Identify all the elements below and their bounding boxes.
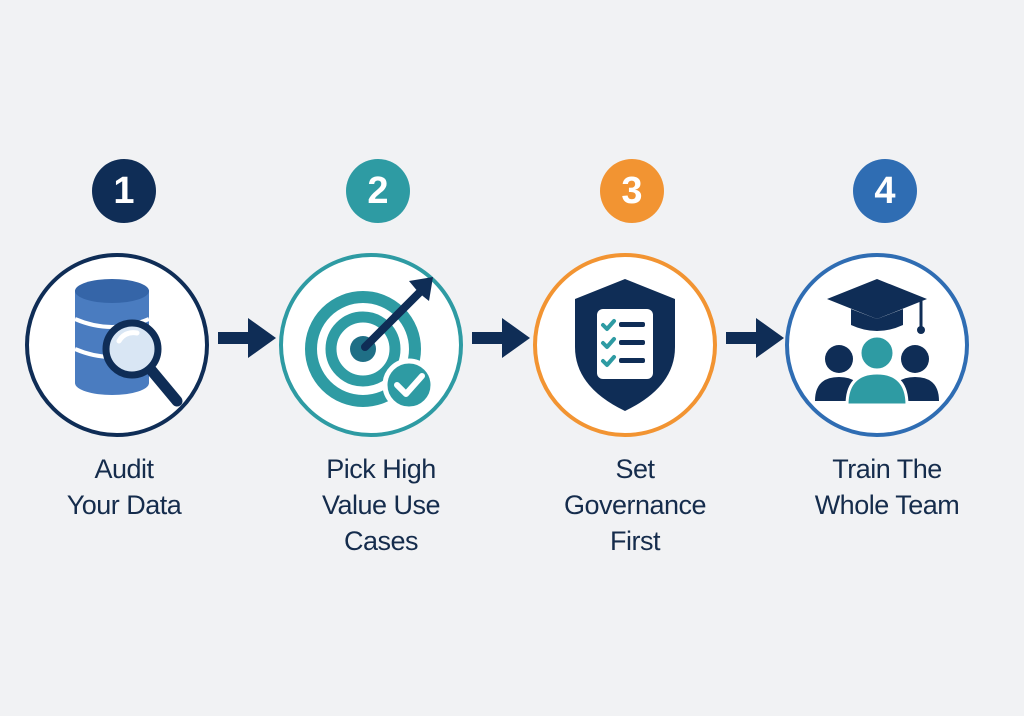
step-2-number: 2 (367, 169, 389, 212)
step-1-label: Audit Your Data (14, 451, 234, 523)
arrow-right-icon (472, 318, 530, 358)
target-arrow-check-icon (305, 277, 436, 412)
step-4-number: 4 (874, 169, 896, 212)
step-1-number: 1 (113, 169, 135, 212)
step-2-icon-circle (279, 253, 463, 437)
step-3-label-line-1: Set (615, 454, 655, 484)
step-3-number: 3 (621, 169, 643, 212)
step-2-label-line-2: Value Use (321, 490, 441, 520)
step-3-icon-circle (533, 253, 717, 437)
step-3-number-badge: 3 (600, 159, 664, 223)
step-2-number-badge: 2 (346, 159, 410, 223)
database-magnifier-icon (74, 279, 183, 407)
step-4-label-line-2: Whole Team (814, 490, 960, 520)
step-3-label-line-3: First (610, 526, 660, 556)
step-3-label: Set Governance First (525, 451, 745, 559)
step-4-label-line-1: Train The (832, 454, 942, 484)
step-2-label: Pick High Value Use Cases (271, 451, 491, 559)
step-4-icon-circle (785, 253, 969, 437)
step-1-label-line-1: Audit (94, 454, 154, 484)
arrow-right-icon (218, 318, 276, 358)
step-4-number-badge: 4 (853, 159, 917, 223)
step-1-label-line-2: Your Data (66, 490, 182, 520)
step-3-label-line-2: Governance (563, 490, 707, 520)
graduation-team-icon (815, 279, 939, 407)
step-1-icon-circle (25, 253, 209, 437)
step-2-label-line-3: Cases (343, 526, 419, 556)
step-1-number-badge: 1 (92, 159, 156, 223)
arrow-right-icon (726, 318, 784, 358)
step-4-label: Train The Whole Team (777, 451, 997, 523)
shield-checklist-icon (575, 279, 675, 411)
step-2-label-line-1: Pick High (326, 454, 436, 484)
